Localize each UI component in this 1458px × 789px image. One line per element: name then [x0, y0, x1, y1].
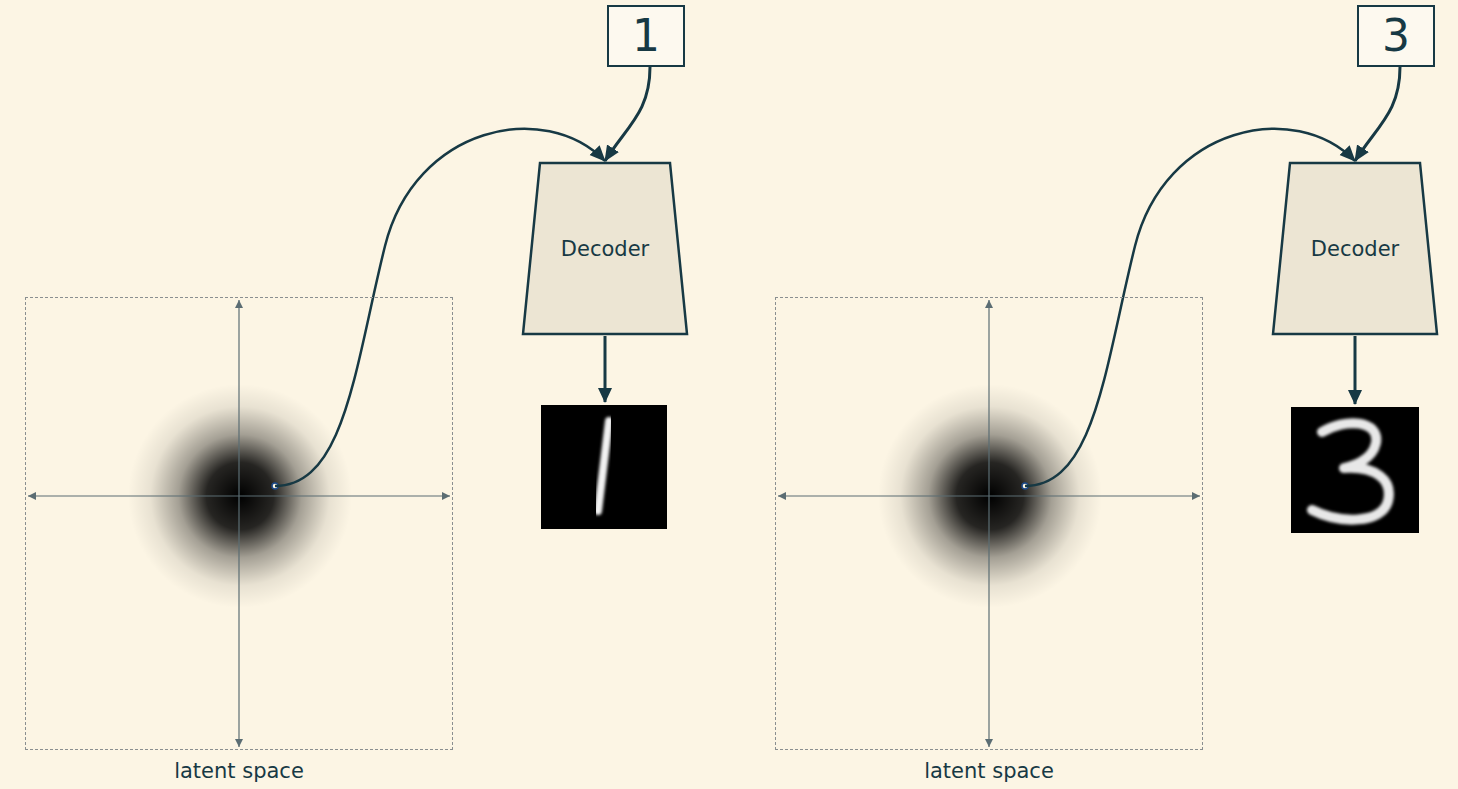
- connector: [1355, 67, 1400, 161]
- connector: [605, 67, 650, 161]
- generated-digit-image: [541, 405, 1419, 533]
- latent-space-region: latent space: [25, 297, 453, 750]
- region-label: latent space: [776, 759, 1202, 783]
- latent-space-region: latent space: [775, 297, 1203, 750]
- decoder-block: Decoder: [1272, 162, 1438, 335]
- region-label: latent space: [26, 759, 452, 783]
- axes: [28, 300, 1200, 747]
- block-label: Decoder: [1311, 237, 1399, 261]
- class-number: 3: [1382, 14, 1410, 58]
- class-number: 1: [632, 14, 660, 58]
- class-label-box: 3: [1357, 5, 1435, 67]
- class-label-box: 1: [607, 5, 685, 67]
- block-label: Decoder: [561, 237, 649, 261]
- output-arrow: [605, 336, 1355, 404]
- decoder-block: Decoder: [522, 162, 688, 335]
